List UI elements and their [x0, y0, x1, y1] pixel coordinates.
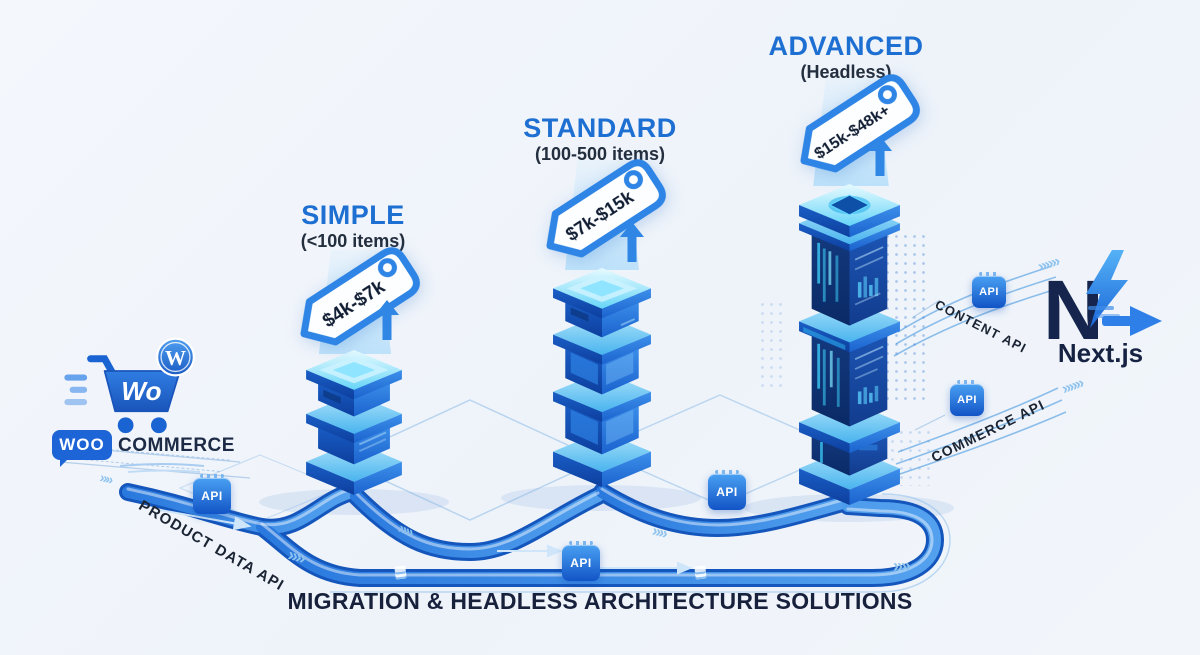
wordpress-w: W	[165, 346, 186, 370]
tier-subtitle-simple: (<100 items)	[300, 231, 406, 251]
document-icon	[394, 565, 407, 580]
woocommerce-cart-icon: Wo W	[64, 337, 195, 434]
right-arrow-icon	[1088, 306, 1162, 336]
woo-text: WOO	[59, 435, 105, 454]
tier-subtitle-advanced: (Headless)	[800, 62, 892, 82]
api-chip-bottom: API	[562, 541, 600, 581]
api-chip-product-data: API	[193, 474, 231, 514]
price-tag-standard: $7k-$15k	[526, 147, 678, 277]
server-tower-advanced	[799, 184, 900, 505]
woo-wordmark-bubble: WOO	[52, 430, 112, 467]
tier-title-standard: STANDARD	[523, 113, 677, 143]
tier-title-advanced: ADVANCED	[768, 31, 924, 61]
price-tag-simple: $4k-$7k	[280, 235, 432, 365]
wordpress-badge-icon	[156, 337, 195, 377]
tier-subtitle-standard: (100-500 items)	[534, 144, 666, 164]
up-arrow-icon	[375, 300, 399, 340]
cart-text: Wo	[121, 376, 161, 406]
server-tower-standard	[553, 268, 651, 487]
server-tower-simple	[306, 350, 402, 496]
commerce-wordmark: COMMERCE	[118, 435, 235, 456]
dot-grid	[758, 300, 788, 390]
up-arrow-icon	[620, 222, 644, 262]
chevron-icon: »»	[893, 556, 911, 576]
tier-title-simple: SIMPLE	[301, 200, 405, 230]
api-chip-content: API	[972, 272, 1006, 308]
nextjs-wordmark: Next.js	[1057, 338, 1144, 368]
api-chip-commerce: API	[950, 380, 984, 416]
up-arrow-icon	[868, 136, 892, 176]
api-chip-mid: API	[708, 470, 746, 510]
pipes	[119, 483, 945, 587]
page-title: MIGRATION & HEADLESS ARCHITECTURE SOLUTI…	[287, 588, 913, 614]
document-icon	[694, 565, 707, 580]
data-flow-arrows	[159, 509, 693, 575]
underline-swoosh	[119, 463, 205, 473]
